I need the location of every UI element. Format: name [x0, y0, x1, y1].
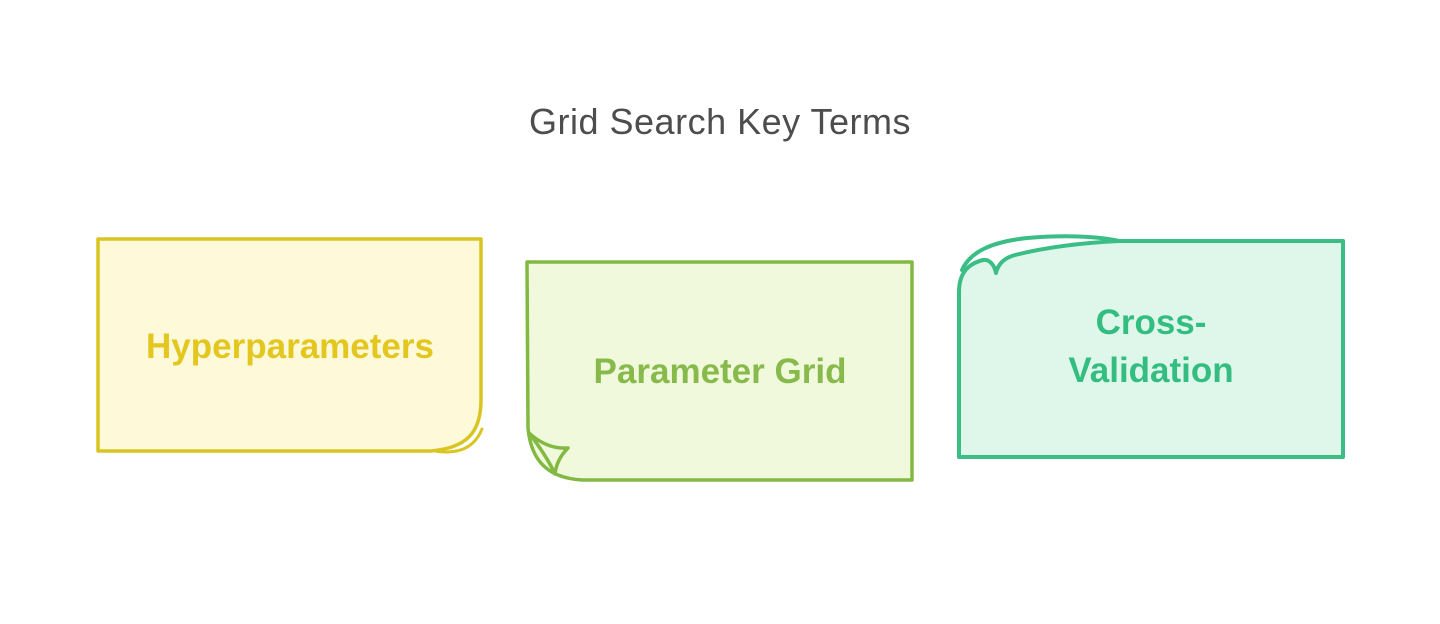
note-card-hyperparameters: Hyperparameters: [95, 236, 485, 464]
sticky-note-icon: [96, 237, 484, 454]
sticky-note-icon: [957, 234, 1345, 459]
page-title: Grid Search Key Terms: [529, 101, 911, 142]
note-card-parameter-grid: Parameter Grid: [524, 258, 916, 486]
note-card-cross-validation: Cross- Validation: [955, 232, 1347, 462]
sticky-note-icon: [525, 260, 914, 482]
